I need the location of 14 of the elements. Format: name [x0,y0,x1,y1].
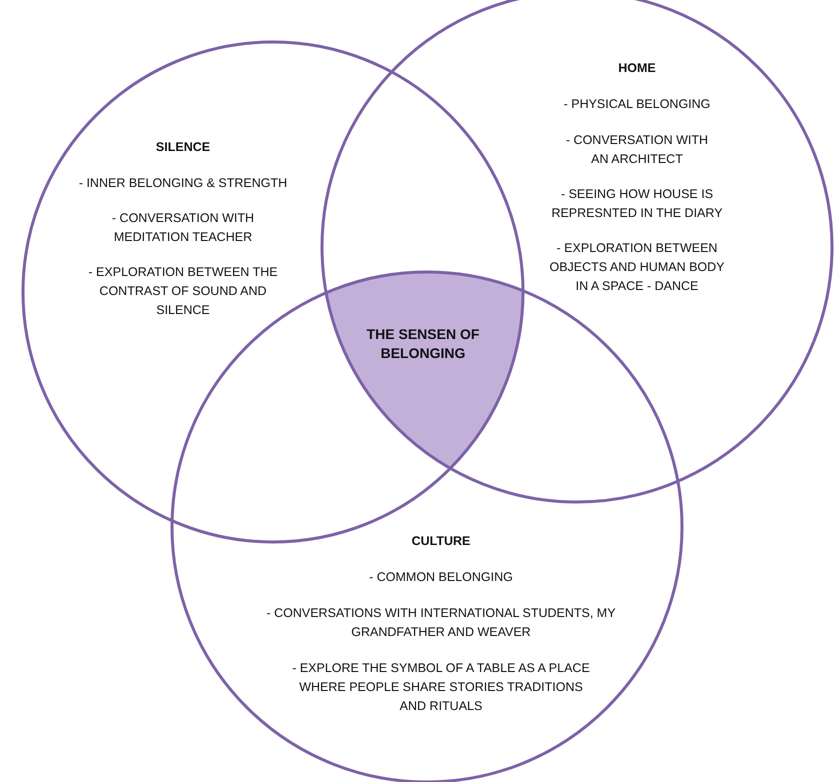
bullet-text: - EXPLORE THE SYMBOL OF A TABLE AS A PLACE WHERE PEOPLE SHARE STORIES TRADITIONS AND RITUALS [291,660,591,715]
bullet-text: - EXPLORATION BETWEEN OBJECTS AND HUMAN BODY IN A SPACE - DANCE [548,240,726,295]
bullet-text: - CONVERSATIONS WITH INTERNATIONAL STUDENTS, MY GRANDFATHER AND WEAVER [265,605,617,641]
bullet-text: - PHYSICAL BELONGING [562,96,712,113]
bullet-text: - EXPLORATION BETWEEN THE CONTRAST OF SOUND AND SILENCE [88,264,278,319]
bullet-text: - SEEING HOW HOUSE IS REPRESNTED IN THE DIARY [550,186,724,222]
bullet-text: - CONVERSATION WITH MEDITATION TEACHER [110,210,256,246]
bullet-text: - COMMON BELONGING [368,569,514,586]
circle-title: SILENCE [154,139,212,156]
bullet-text: - INNER BELONGING & STRENGTH [78,175,288,192]
region-label: THE SENSEN OF BELONGING [366,325,480,363]
circle-title: CULTURE [410,533,472,550]
circle-title: HOME [617,60,657,77]
bullet-text: - CONVERSATION WITH AN ARCHITECT [564,132,710,168]
